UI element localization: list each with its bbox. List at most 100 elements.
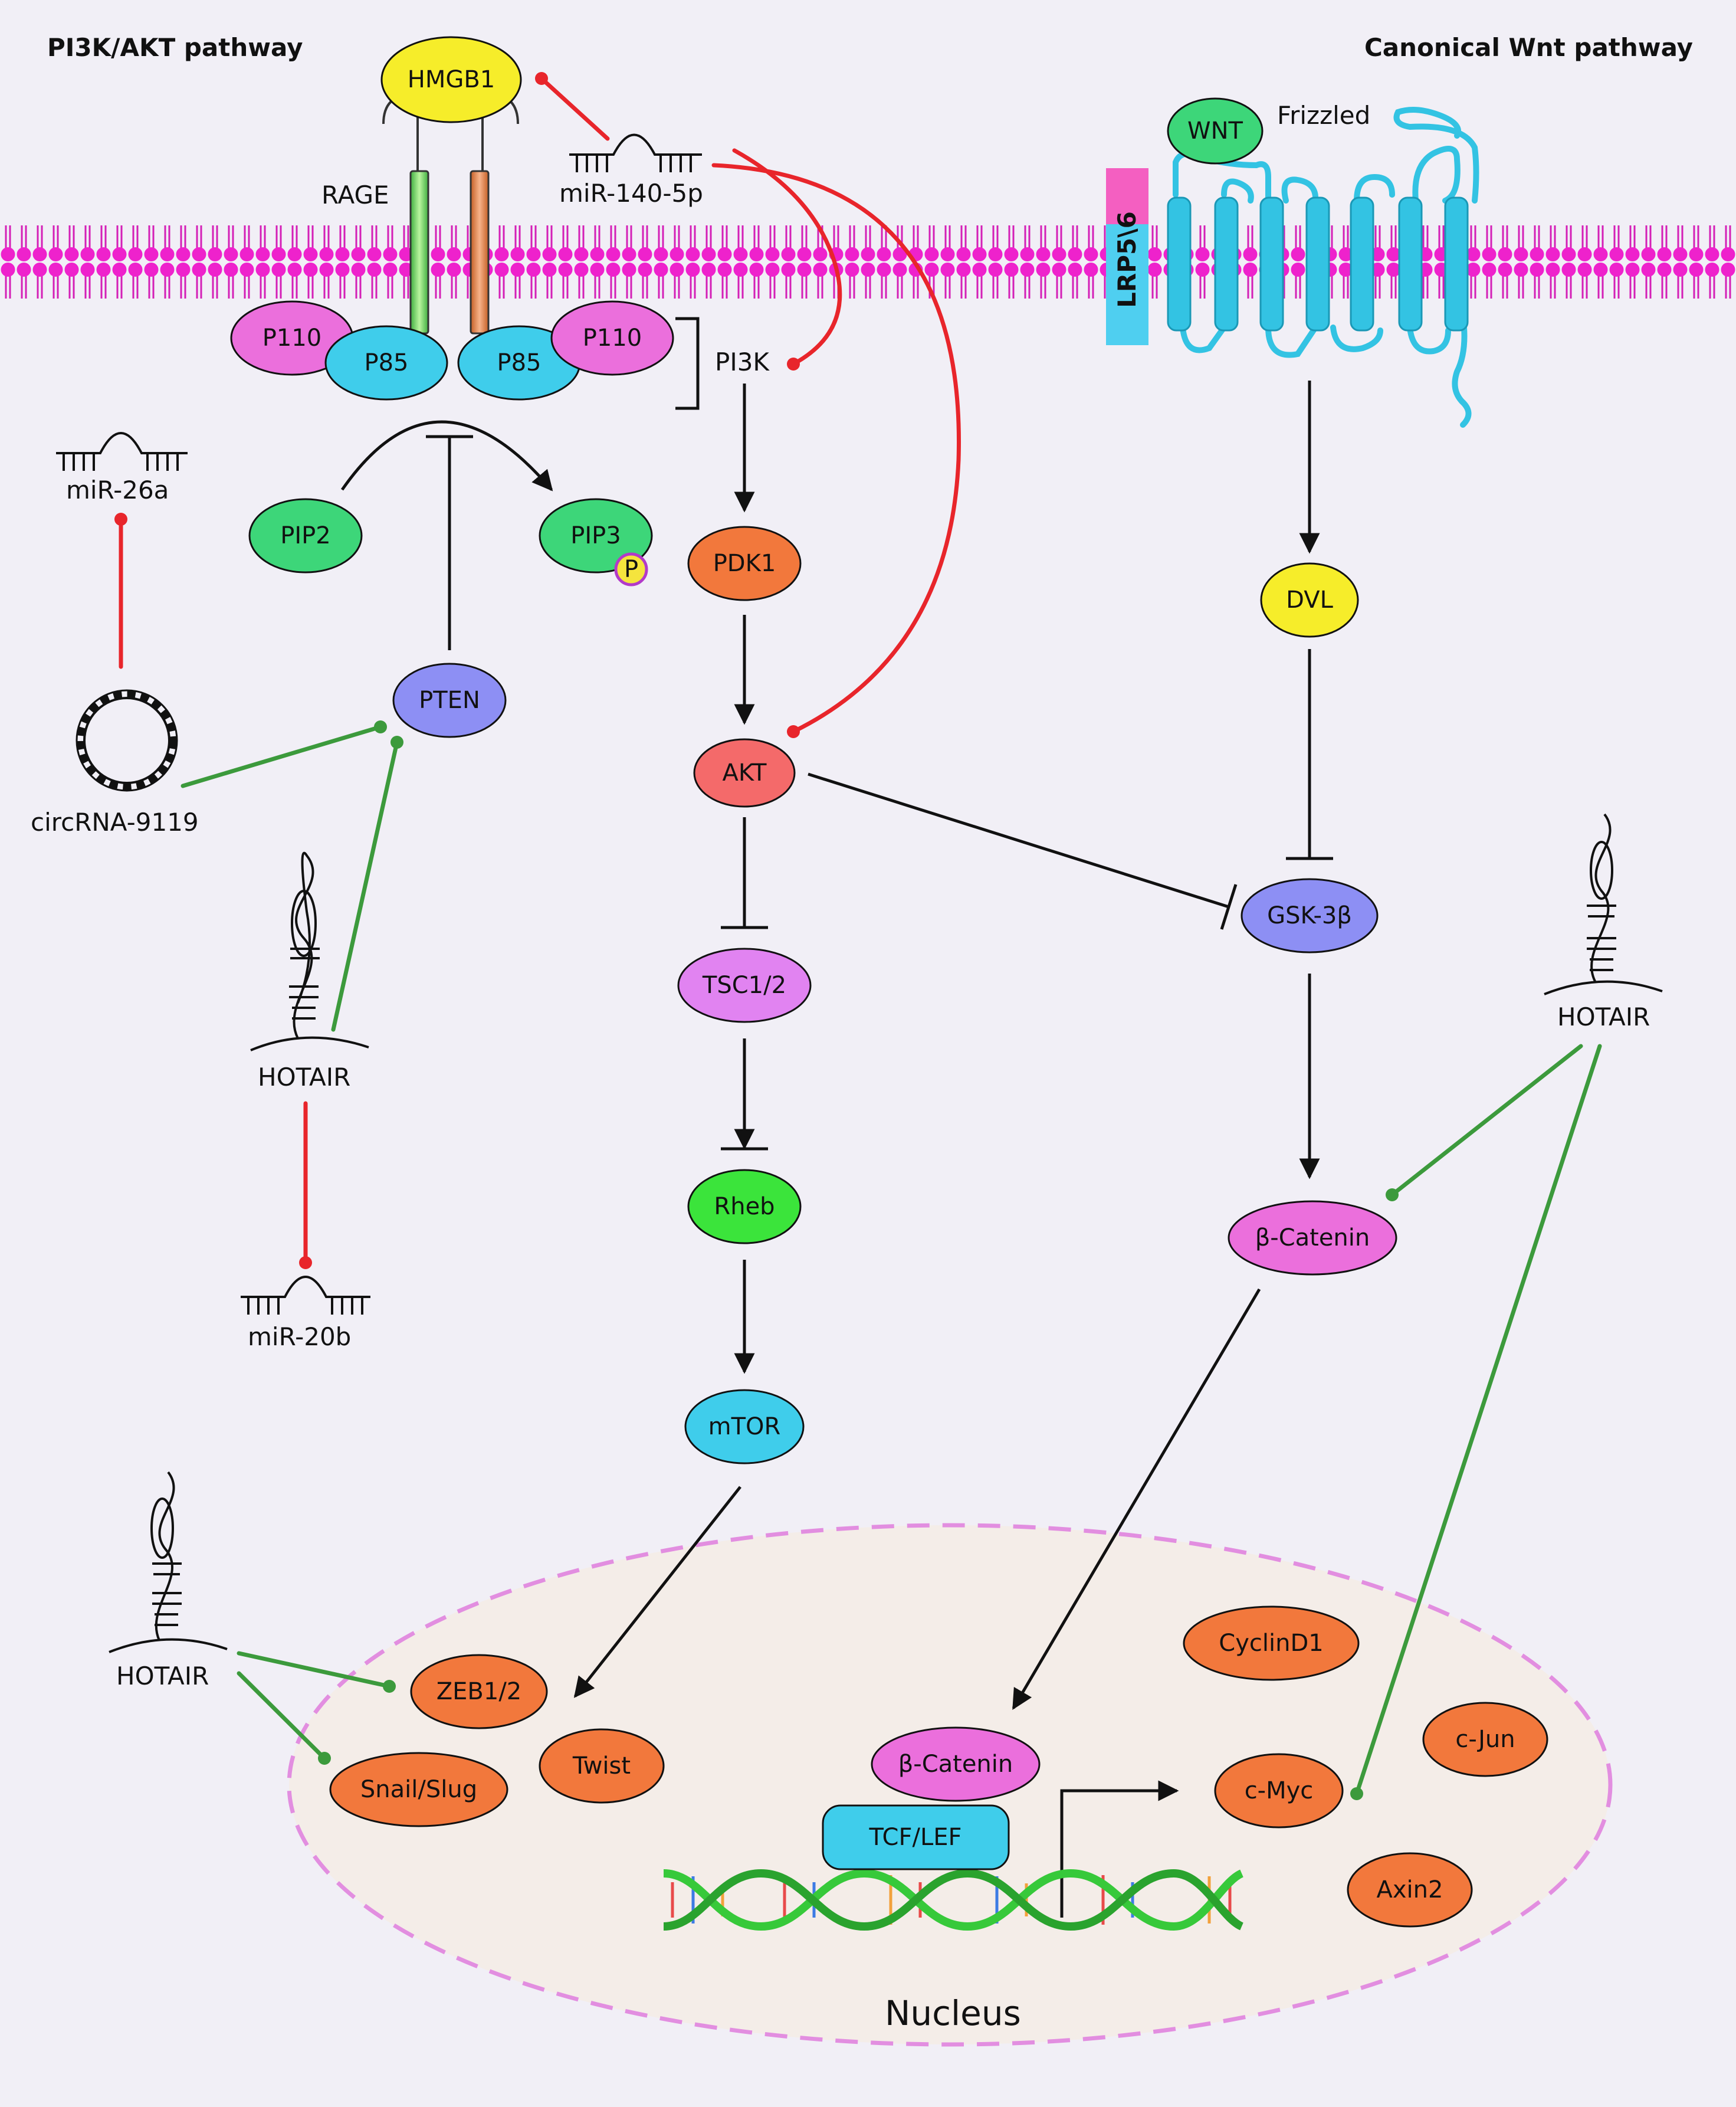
nucleus-label: Nucleus bbox=[885, 1993, 1021, 2033]
bcatenin-nucleus-node-shape bbox=[871, 1726, 1041, 1802]
dvl-node: DVL bbox=[1260, 562, 1359, 638]
tcf-lef-box bbox=[822, 1804, 1010, 1870]
axin2-node-label: Axin2 bbox=[1377, 1876, 1443, 1903]
cjun-node-shape bbox=[1422, 1702, 1548, 1777]
twist-node-label: Twist bbox=[572, 1752, 631, 1780]
twist-node: Twist bbox=[539, 1728, 665, 1804]
pi3k-label: PI3K bbox=[715, 348, 770, 376]
zeb-node-shape bbox=[410, 1654, 548, 1729]
mirna-26a-label: miR-26a bbox=[66, 476, 169, 504]
cmyc-node: c-Myc bbox=[1214, 1753, 1344, 1829]
pip3-node-label: PIP3 bbox=[570, 522, 621, 549]
header-wnt: Canonical Wnt pathway bbox=[1364, 33, 1693, 62]
phospho-badge bbox=[614, 552, 648, 586]
rheb-node: Rheb bbox=[687, 1169, 802, 1244]
circrna-9119-ring bbox=[76, 689, 178, 792]
mirna-26a-glyph bbox=[56, 432, 188, 471]
p85-right-node-label: P85 bbox=[497, 349, 541, 376]
wnt-node: WNT bbox=[1167, 97, 1264, 165]
wnt-node-label: WNT bbox=[1187, 117, 1243, 145]
frizzled-helices bbox=[1167, 196, 1469, 332]
hmgb1-node-shape bbox=[380, 36, 522, 123]
circrna-9119-label: circRNA-9119 bbox=[31, 808, 199, 837]
pip2-node: PIP2 bbox=[248, 498, 363, 574]
cyclind1-node-shape bbox=[1183, 1605, 1360, 1681]
hotair-bottom-left-label: HOTAIR bbox=[116, 1662, 209, 1690]
axin2-node-shape bbox=[1347, 1852, 1473, 1928]
pten-node: PTEN bbox=[392, 663, 507, 738]
pten-node-label: PTEN bbox=[419, 687, 480, 714]
dna-helix bbox=[663, 1869, 1244, 1931]
rheb-node-label: Rheb bbox=[714, 1193, 775, 1220]
mirna-140-5p-glyph bbox=[569, 133, 702, 172]
pdk1-node: PDK1 bbox=[687, 526, 802, 601]
pdk1-node-shape bbox=[687, 526, 802, 601]
mirna-inhibition-heads bbox=[114, 72, 800, 1269]
lrp-bar-top bbox=[1106, 168, 1148, 230]
inhibition-bars bbox=[426, 435, 1333, 1151]
hotair-bottom-left-glyph bbox=[109, 1471, 228, 1653]
tsc-node-label: TSC1/2 bbox=[702, 972, 786, 999]
mirna-20b-label: miR-20b bbox=[248, 1322, 351, 1351]
p110-left-node: P110 bbox=[230, 300, 354, 376]
mtor-node: mTOR bbox=[684, 1389, 805, 1464]
header-pi3k-akt: PI3K/AKT pathway bbox=[47, 33, 303, 62]
mtor-node-shape bbox=[684, 1389, 805, 1464]
cjun-node-label: c-Jun bbox=[1455, 1726, 1515, 1753]
pip2-node-shape bbox=[248, 498, 363, 574]
zeb-node: ZEB1/2 bbox=[410, 1654, 548, 1729]
pdk1-node-label: PDK1 bbox=[713, 550, 776, 577]
gsk3b-node: GSK-3β bbox=[1241, 878, 1379, 953]
pip3-node: PIP3 bbox=[539, 498, 653, 574]
frizzled-label: Frizzled bbox=[1277, 101, 1370, 130]
hotair-left-label: HOTAIR bbox=[258, 1063, 350, 1092]
cjun-node: c-Jun bbox=[1422, 1702, 1548, 1777]
cmyc-node-shape bbox=[1214, 1753, 1344, 1829]
snail-node-shape bbox=[329, 1752, 508, 1827]
lrp-bar bbox=[1106, 224, 1148, 345]
p110-right-node: P110 bbox=[550, 300, 674, 376]
activation-arrows bbox=[340, 381, 1320, 1918]
zeb-node-label: ZEB1/2 bbox=[437, 1678, 522, 1705]
bcatenin-node: β-Catenin bbox=[1228, 1200, 1397, 1276]
pi3k-bracket bbox=[675, 317, 700, 410]
gsk3b-node-label: GSK-3β bbox=[1267, 902, 1352, 929]
p110-right-node-label: P110 bbox=[583, 325, 642, 352]
twist-node-shape bbox=[539, 1728, 665, 1804]
tsc-node-shape bbox=[677, 948, 812, 1023]
cell-membrane bbox=[0, 221, 1736, 309]
rheb-node-shape bbox=[687, 1169, 802, 1244]
bcatenin-nucleus-node: β-Catenin bbox=[871, 1726, 1041, 1802]
tsc-node: TSC1/2 bbox=[677, 948, 812, 1023]
mirna-inhibitions bbox=[119, 76, 961, 1265]
snail-node: Snail/Slug bbox=[329, 1752, 508, 1827]
axin2-node: Axin2 bbox=[1347, 1852, 1473, 1928]
hotair-right-glyph bbox=[1544, 813, 1663, 995]
akt-node-shape bbox=[693, 738, 796, 808]
mtor-node-label: mTOR bbox=[708, 1413, 781, 1440]
hmgb1-node-label: HMGB1 bbox=[408, 66, 495, 93]
p110-right-node-shape bbox=[550, 300, 674, 376]
bcatenin-node-label: β-Catenin bbox=[1255, 1224, 1370, 1251]
wnt-node-shape bbox=[1167, 97, 1264, 165]
pip3-node-shape bbox=[539, 498, 653, 574]
pten-node-shape bbox=[392, 663, 507, 738]
p85-left-node: P85 bbox=[324, 325, 448, 401]
bcatenin-node-shape bbox=[1228, 1200, 1397, 1276]
lncrna-regulation-heads bbox=[318, 720, 1399, 1800]
cyclind1-node-label: CyclinD1 bbox=[1219, 1630, 1323, 1657]
lrp-label: LRP5\6 bbox=[1113, 211, 1141, 308]
mirna-140-5p-label: miR-140-5p bbox=[559, 179, 703, 208]
dvl-node-shape bbox=[1260, 562, 1359, 638]
hotair-left-glyph bbox=[250, 851, 369, 1051]
pip2-node-label: PIP2 bbox=[280, 522, 331, 549]
rage-label: RAGE bbox=[321, 181, 389, 209]
akt-node-label: AKT bbox=[723, 759, 767, 787]
bcatenin-nucleus-node-label: β-Catenin bbox=[898, 1751, 1013, 1778]
p110-left-node-label: P110 bbox=[262, 325, 321, 352]
hotair-right-label: HOTAIR bbox=[1557, 1002, 1650, 1031]
dvl-node-label: DVL bbox=[1286, 586, 1333, 614]
mirna-20b-glyph bbox=[241, 1276, 370, 1315]
